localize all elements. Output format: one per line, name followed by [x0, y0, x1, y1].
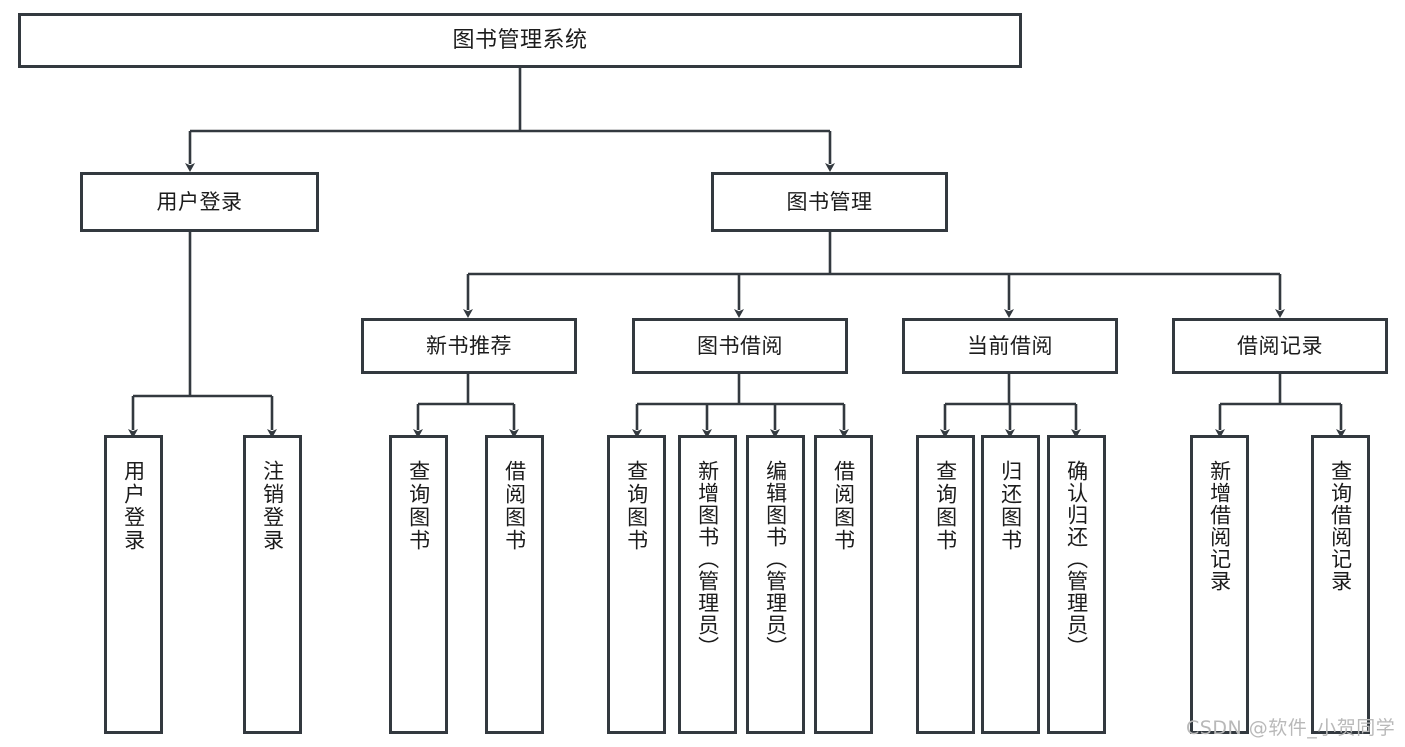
node-leaf-query-book-2-label: 查询图书: [624, 460, 649, 552]
node-leaf-borrow-book-1-label: 借阅图书: [502, 460, 527, 552]
node-leaf-borrow-book-2[interactable]: 借阅图书: [814, 435, 873, 734]
node-borrow-record[interactable]: 借阅记录: [1172, 318, 1388, 374]
csdn-watermark: CSDN @软件_小贺同学: [1186, 717, 1396, 739]
node-book-manage[interactable]: 图书管理: [711, 172, 948, 232]
node-user-login-label: 用户登录: [156, 189, 243, 214]
node-root[interactable]: 图书管理系统: [18, 13, 1022, 68]
node-leaf-query-book-3[interactable]: 查询图书: [916, 435, 975, 734]
node-leaf-query-book-2[interactable]: 查询图书: [607, 435, 666, 734]
node-book-manage-label: 图书管理: [786, 189, 873, 214]
node-leaf-confirm-return[interactable]: 确认归还（管理员）: [1047, 435, 1106, 734]
node-current-borrow[interactable]: 当前借阅: [902, 318, 1118, 374]
node-new-book-recommend-label: 新书推荐: [426, 333, 512, 358]
node-leaf-borrow-book-2-label: 借阅图书: [831, 460, 856, 552]
node-leaf-edit-book-label: 编辑图书（管理员）: [763, 460, 788, 658]
node-leaf-add-record[interactable]: 新增借阅记录: [1190, 435, 1249, 734]
node-leaf-query-record[interactable]: 查询借阅记录: [1311, 435, 1370, 734]
node-book-borrow-label: 图书借阅: [697, 333, 783, 358]
node-current-borrow-label: 当前借阅: [967, 333, 1053, 358]
node-leaf-logout-label: 注销登录: [260, 460, 285, 552]
node-leaf-query-book-1[interactable]: 查询图书: [389, 435, 448, 734]
node-leaf-add-record-label: 新增借阅记录: [1207, 460, 1232, 592]
node-root-label: 图书管理系统: [452, 27, 588, 53]
node-leaf-query-book-1-label: 查询图书: [406, 460, 431, 552]
node-user-login[interactable]: 用户登录: [80, 172, 319, 232]
node-leaf-return-book-label: 归还图书: [998, 460, 1023, 552]
node-new-book-recommend[interactable]: 新书推荐: [361, 318, 577, 374]
node-leaf-borrow-book-1[interactable]: 借阅图书: [485, 435, 544, 734]
node-leaf-query-record-label: 查询借阅记录: [1328, 460, 1353, 592]
node-leaf-query-book-3-label: 查询图书: [933, 460, 958, 552]
node-leaf-user-login[interactable]: 用户登录: [104, 435, 163, 734]
node-leaf-edit-book[interactable]: 编辑图书（管理员）: [746, 435, 805, 734]
node-leaf-logout[interactable]: 注销登录: [243, 435, 302, 734]
node-borrow-record-label: 借阅记录: [1237, 333, 1323, 358]
node-leaf-user-login-label: 用户登录: [121, 460, 146, 552]
node-leaf-confirm-return-label: 确认归还（管理员）: [1064, 460, 1089, 658]
node-leaf-add-book-label: 新增图书（管理员）: [695, 460, 720, 658]
node-leaf-add-book[interactable]: 新增图书（管理员）: [678, 435, 737, 734]
node-book-borrow[interactable]: 图书借阅: [632, 318, 848, 374]
node-leaf-return-book[interactable]: 归还图书: [981, 435, 1040, 734]
